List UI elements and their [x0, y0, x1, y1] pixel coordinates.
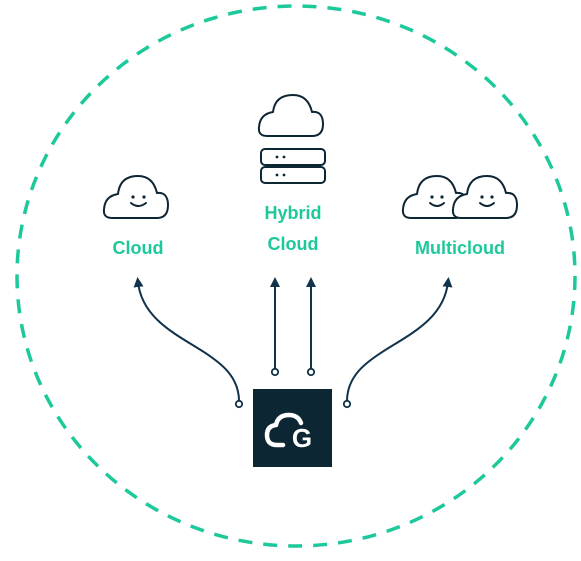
logo-letter-g: G — [292, 423, 312, 453]
connector-origin-dot — [306, 367, 316, 377]
hybrid-cloud-label-line2: Cloud — [268, 234, 319, 254]
dashed-boundary-circle — [15, 4, 577, 548]
connector-to-multicloud — [346, 277, 453, 402]
two-smiling-clouds-icon — [401, 175, 518, 219]
smiling-cloud-icon — [102, 175, 169, 219]
connector-origin-dot — [342, 399, 352, 409]
logo-background — [253, 389, 332, 467]
cloud-with-server-icon — [257, 94, 326, 184]
center-logo-tile: G — [253, 389, 332, 467]
connector-origin-dot — [270, 367, 280, 377]
multicloud-label: Multicloud — [415, 238, 505, 258]
hybrid-cloud-label-line1: Hybrid — [264, 203, 321, 223]
connector-origin-dot — [234, 399, 244, 409]
cloud-label: Cloud — [113, 238, 164, 258]
cloud-g-logo-icon: G — [264, 412, 312, 453]
connector-to-cloud — [133, 277, 240, 402]
